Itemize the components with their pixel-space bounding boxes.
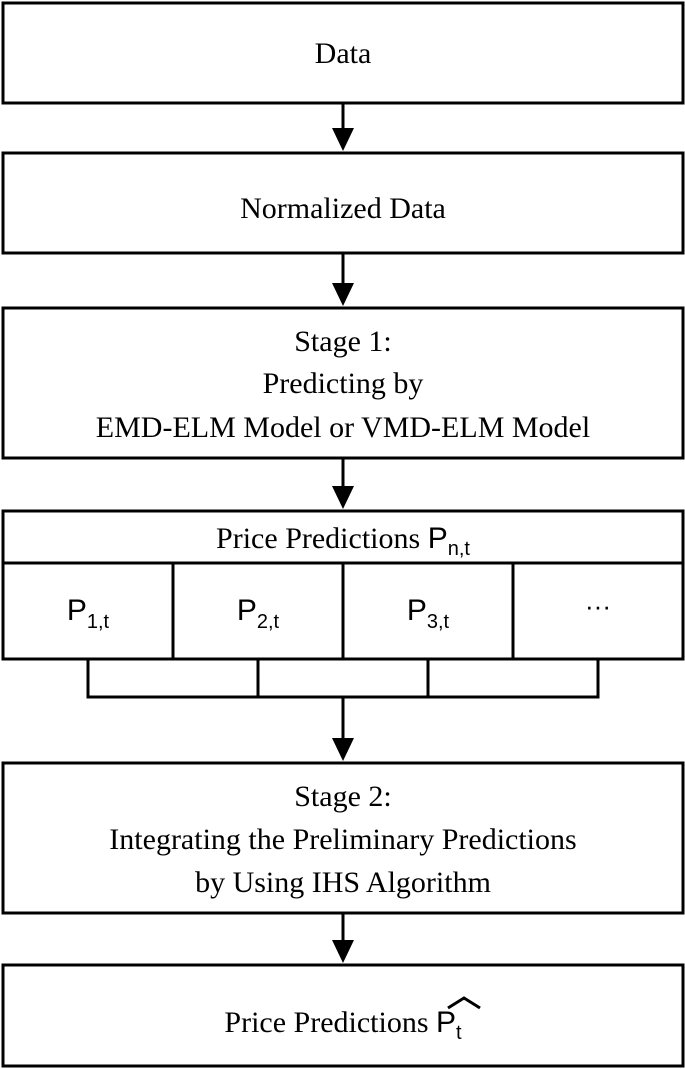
predictions-table: Price Predictions Pn,t P1,t P2,t P3,t ··… xyxy=(1,509,685,661)
predictions-header-subscript: n,t xyxy=(448,538,471,560)
prediction-cell-ellipsis: ··· xyxy=(585,591,611,621)
predictions-header: Price Predictions Pn,t xyxy=(216,522,470,560)
stage2-title: Stage 2: xyxy=(294,780,392,813)
stage2-box: Stage 2: Integrating the Preliminary Pre… xyxy=(1,761,685,915)
stage2-line2: Integrating the Preliminary Predictions xyxy=(109,823,576,856)
prediction-cell-1: P1,t xyxy=(67,594,110,633)
stage1-line2: Predicting by xyxy=(263,367,424,400)
normalized-data-box: Normalized Data xyxy=(1,151,685,255)
arrow-data-to-normalized xyxy=(332,103,354,151)
final-predictions-symbol: P xyxy=(436,1006,456,1039)
stage1-box: Stage 1: Predicting by EMD-ELM Model or … xyxy=(1,306,685,460)
normalized-data-label: Normalized Data xyxy=(240,192,446,225)
prediction-cell-2: P2,t xyxy=(237,594,280,633)
final-predictions-box: Price Predictions Pt xyxy=(1,963,685,1068)
predictions-header-symbol: P xyxy=(428,522,448,555)
final-predictions-prefix: Price Predictions xyxy=(224,1006,436,1039)
arrow-stage1-to-predictions xyxy=(332,458,354,509)
prediction-cell-3: P3,t xyxy=(407,594,450,633)
final-predictions-label: Price Predictions Pt xyxy=(224,1006,462,1044)
stage2-line3: by Using IHS Algorithm xyxy=(195,866,491,899)
predictions-header-prefix: Price Predictions xyxy=(216,522,428,555)
data-box-label: Data xyxy=(315,37,372,70)
merge-bracket xyxy=(86,659,600,699)
final-predictions-subscript: t xyxy=(456,1022,462,1044)
data-box: Data xyxy=(1,1,685,105)
arrow-bracket-to-stage2 xyxy=(332,697,354,761)
hat-accent-icon xyxy=(447,996,481,1010)
arrow-stage2-to-final xyxy=(332,913,354,963)
stage1-title: Stage 1: xyxy=(294,325,392,358)
stage1-line3: EMD-ELM Model or VMD-ELM Model xyxy=(96,411,590,444)
arrow-normalized-to-stage1 xyxy=(332,253,354,306)
